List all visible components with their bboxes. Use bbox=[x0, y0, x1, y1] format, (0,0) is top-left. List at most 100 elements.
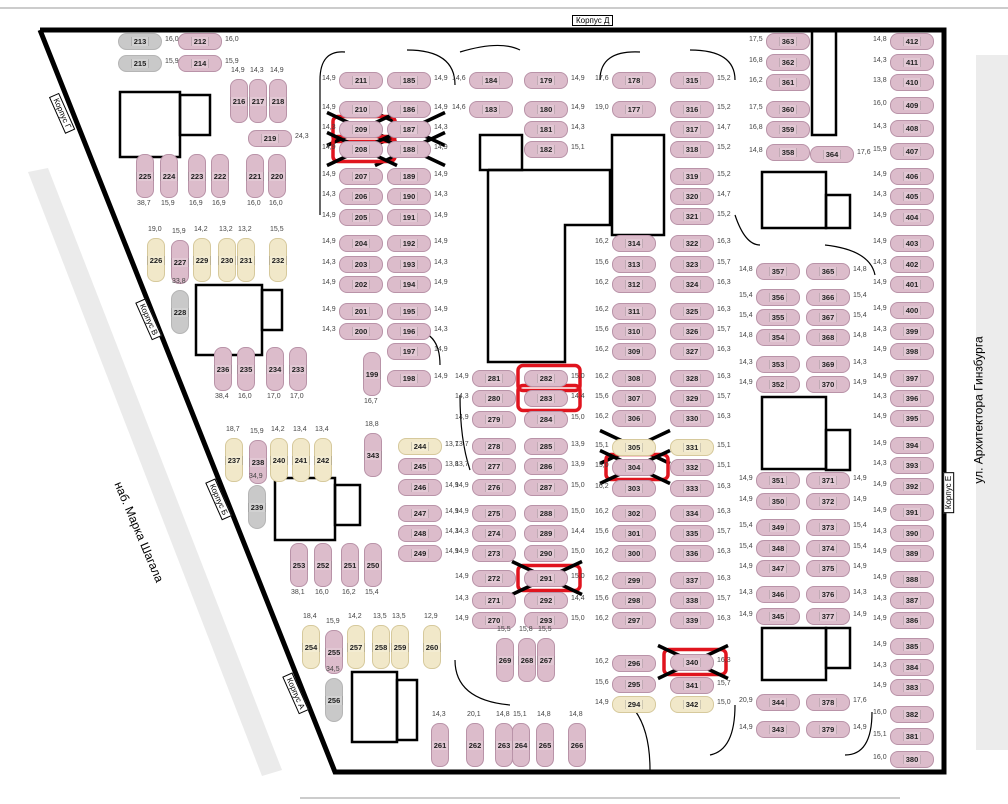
parking-spot[interactable]: 372 bbox=[806, 492, 850, 510]
parking-spot[interactable]: 260 bbox=[422, 625, 442, 669]
parking-spot[interactable]: 215 bbox=[118, 54, 162, 72]
parking-spot[interactable]: 348 bbox=[756, 539, 800, 557]
parking-spot[interactable]: 289 bbox=[524, 524, 568, 542]
parking-spot[interactable]: 270 bbox=[472, 611, 516, 629]
parking-spot[interactable]: 408 bbox=[890, 119, 934, 137]
parking-spot[interactable]: 196 bbox=[387, 322, 431, 340]
parking-spot[interactable]: 257 bbox=[346, 625, 366, 669]
parking-spot[interactable]: 203 bbox=[339, 255, 383, 273]
parking-spot[interactable]: 306 bbox=[612, 409, 656, 427]
parking-spot[interactable]: 216 bbox=[229, 79, 249, 123]
parking-spot[interactable]: 399 bbox=[890, 322, 934, 340]
parking-spot[interactable]: 296 bbox=[612, 654, 656, 672]
parking-spot[interactable]: 366 bbox=[806, 288, 850, 306]
parking-spot[interactable]: 412 bbox=[890, 32, 934, 50]
parking-spot[interactable]: 318 bbox=[670, 140, 714, 158]
parking-spot[interactable]: 276 bbox=[472, 478, 516, 496]
parking-spot[interactable]: 238 bbox=[248, 440, 268, 484]
parking-spot[interactable]: 338 bbox=[670, 591, 714, 609]
parking-spot[interactable]: 263 bbox=[494, 723, 514, 767]
parking-spot[interactable]: 364 bbox=[810, 145, 854, 163]
parking-spot[interactable]: 315 bbox=[670, 71, 714, 89]
parking-spot[interactable]: 355 bbox=[756, 308, 800, 326]
parking-spot[interactable]: 201 bbox=[339, 302, 383, 320]
parking-spot[interactable]: 271 bbox=[472, 591, 516, 609]
parking-spot[interactable]: 221 bbox=[245, 154, 265, 198]
parking-spot[interactable]: 280 bbox=[472, 389, 516, 407]
parking-spot[interactable]: 218 bbox=[268, 79, 288, 123]
parking-spot[interactable]: 335 bbox=[670, 524, 714, 542]
parking-spot[interactable]: 352 bbox=[756, 375, 800, 393]
parking-spot[interactable]: 377 bbox=[806, 607, 850, 625]
parking-spot[interactable]: 302 bbox=[612, 504, 656, 522]
parking-spot[interactable]: 368 bbox=[806, 328, 850, 346]
parking-spot[interactable]: 188 bbox=[387, 140, 431, 158]
parking-spot[interactable]: 266 bbox=[567, 723, 587, 767]
parking-spot[interactable]: 369 bbox=[806, 355, 850, 373]
parking-spot[interactable]: 343 bbox=[363, 433, 383, 477]
parking-spot[interactable]: 209 bbox=[339, 120, 383, 138]
parking-spot[interactable]: 305 bbox=[612, 438, 656, 456]
parking-spot[interactable]: 303 bbox=[612, 479, 656, 497]
parking-spot[interactable]: 222 bbox=[210, 154, 230, 198]
parking-spot[interactable]: 281 bbox=[472, 369, 516, 387]
parking-spot[interactable]: 309 bbox=[612, 342, 656, 360]
parking-spot[interactable]: 393 bbox=[890, 456, 934, 474]
parking-spot[interactable]: 330 bbox=[670, 409, 714, 427]
parking-spot[interactable]: 376 bbox=[806, 585, 850, 603]
parking-spot[interactable]: 346 bbox=[756, 585, 800, 603]
parking-spot[interactable]: 387 bbox=[890, 591, 934, 609]
parking-spot[interactable]: 284 bbox=[524, 410, 568, 428]
parking-spot[interactable]: 341 bbox=[670, 676, 714, 694]
parking-spot[interactable]: 189 bbox=[387, 167, 431, 185]
parking-spot[interactable]: 230 bbox=[217, 238, 237, 282]
parking-spot[interactable]: 374 bbox=[806, 539, 850, 557]
parking-spot[interactable]: 193 bbox=[387, 255, 431, 273]
parking-spot[interactable]: 298 bbox=[612, 591, 656, 609]
parking-spot[interactable]: 328 bbox=[670, 369, 714, 387]
parking-spot[interactable]: 217 bbox=[248, 79, 268, 123]
parking-spot[interactable]: 199 bbox=[362, 352, 382, 396]
parking-spot[interactable]: 388 bbox=[890, 570, 934, 588]
parking-spot[interactable]: 323 bbox=[670, 255, 714, 273]
parking-spot[interactable]: 307 bbox=[612, 389, 656, 407]
parking-spot[interactable]: 349 bbox=[756, 518, 800, 536]
parking-spot[interactable]: 299 bbox=[612, 571, 656, 589]
parking-spot[interactable]: 336 bbox=[670, 544, 714, 562]
parking-spot[interactable]: 398 bbox=[890, 342, 934, 360]
parking-spot[interactable]: 208 bbox=[339, 140, 383, 158]
parking-spot[interactable]: 370 bbox=[806, 375, 850, 393]
parking-spot[interactable]: 249 bbox=[398, 544, 442, 562]
parking-spot[interactable]: 325 bbox=[670, 302, 714, 320]
parking-spot[interactable]: 234 bbox=[265, 347, 285, 391]
parking-spot[interactable]: 407 bbox=[890, 142, 934, 160]
parking-spot[interactable]: 392 bbox=[890, 477, 934, 495]
parking-spot[interactable]: 292 bbox=[524, 591, 568, 609]
parking-spot[interactable]: 190 bbox=[387, 187, 431, 205]
parking-spot[interactable]: 383 bbox=[890, 678, 934, 696]
parking-spot[interactable]: 406 bbox=[890, 167, 934, 185]
parking-spot[interactable]: 410 bbox=[890, 73, 934, 91]
parking-spot[interactable]: 227 bbox=[170, 240, 190, 284]
parking-spot[interactable]: 187 bbox=[387, 120, 431, 138]
parking-spot[interactable]: 375 bbox=[806, 559, 850, 577]
parking-spot[interactable]: 287 bbox=[524, 478, 568, 496]
parking-spot[interactable]: 365 bbox=[806, 262, 850, 280]
parking-spot[interactable]: 389 bbox=[890, 544, 934, 562]
parking-spot[interactable]: 255 bbox=[324, 630, 344, 674]
parking-spot[interactable]: 191 bbox=[387, 208, 431, 226]
parking-spot[interactable]: 331 bbox=[670, 438, 714, 456]
parking-spot[interactable]: 350 bbox=[756, 492, 800, 510]
parking-spot[interactable]: 384 bbox=[890, 658, 934, 676]
parking-spot[interactable]: 256 bbox=[324, 678, 344, 722]
parking-spot[interactable]: 275 bbox=[472, 504, 516, 522]
parking-spot[interactable]: 186 bbox=[387, 100, 431, 118]
parking-spot[interactable]: 232 bbox=[268, 238, 288, 282]
parking-spot[interactable]: 332 bbox=[670, 458, 714, 476]
parking-spot[interactable]: 177 bbox=[612, 100, 656, 118]
parking-spot[interactable]: 178 bbox=[612, 71, 656, 89]
parking-spot[interactable]: 339 bbox=[670, 611, 714, 629]
parking-spot[interactable]: 202 bbox=[339, 275, 383, 293]
parking-spot[interactable]: 241 bbox=[291, 438, 311, 482]
parking-spot[interactable]: 327 bbox=[670, 342, 714, 360]
